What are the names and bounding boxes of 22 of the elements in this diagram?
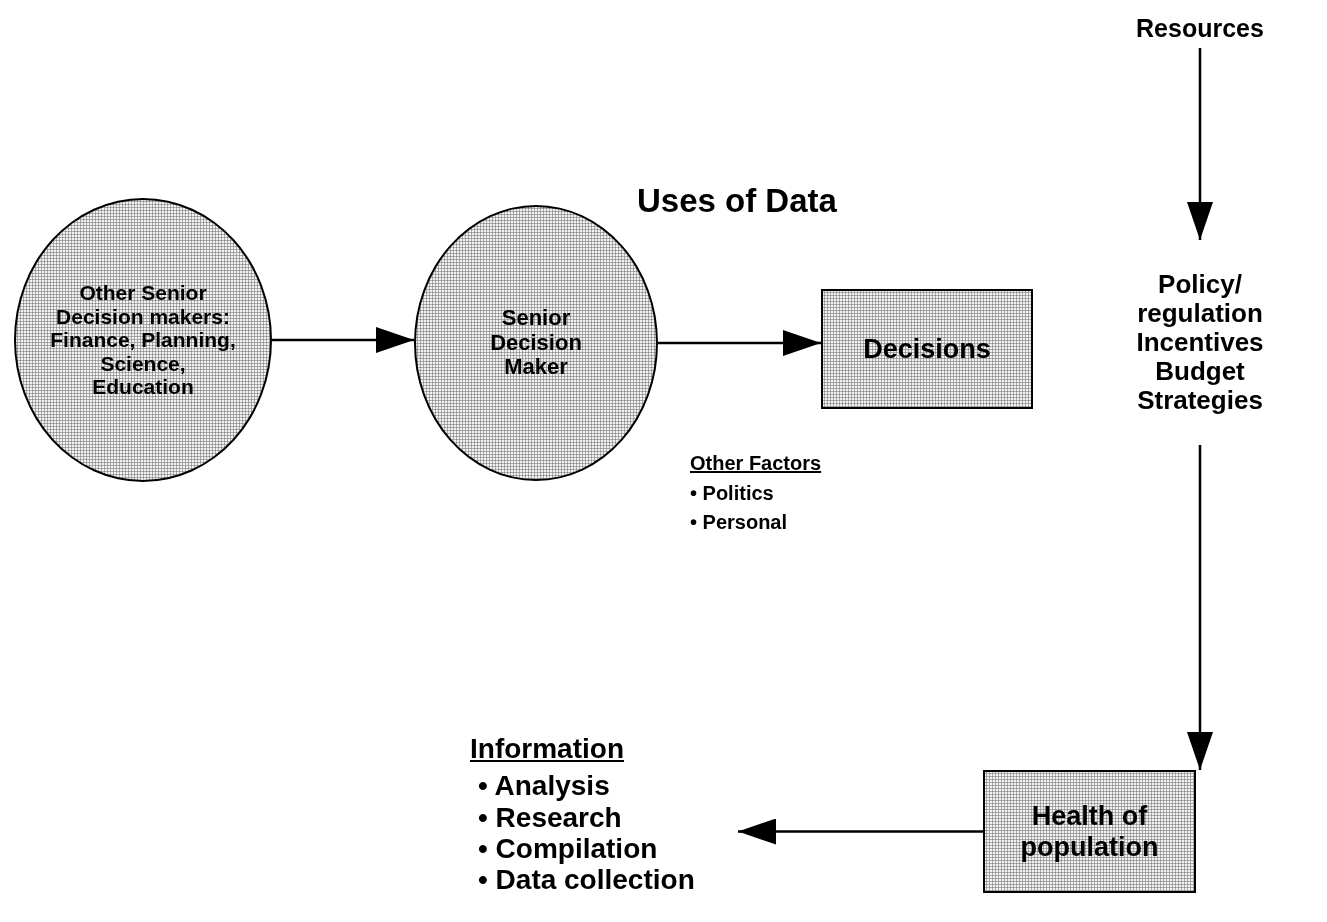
node-label: Decisions: [863, 333, 991, 365]
process-box: [821, 289, 1033, 409]
arrow: [1187, 48, 1213, 240]
node-label: Other Senior Decision makers: Finance, Planning, Science, Education: [49, 281, 237, 399]
arrow: [738, 818, 983, 845]
list-item: • Compilation: [478, 833, 658, 865]
node-label: Policy/ regulation Incentives Budget Strategies: [1135, 269, 1265, 416]
list-item: • Analysis: [478, 770, 610, 802]
node-label: Health of population: [1019, 801, 1160, 862]
note-item: • Personal: [690, 511, 788, 534]
arrow: [272, 327, 414, 353]
process-box: [983, 770, 1196, 893]
list-item: • Data collection: [478, 864, 695, 896]
node-label: Senior Decision Maker: [489, 306, 583, 380]
arrow: [658, 330, 821, 356]
list-item: • Research: [478, 801, 622, 834]
list-heading: Information: [470, 733, 624, 765]
arrow: [1187, 445, 1213, 770]
note-heading: Other Factors: [690, 452, 822, 475]
diagram-title: Uses of Data: [637, 182, 837, 220]
node-label: Resources: [1136, 14, 1264, 42]
note-item: • Politics: [690, 482, 774, 505]
